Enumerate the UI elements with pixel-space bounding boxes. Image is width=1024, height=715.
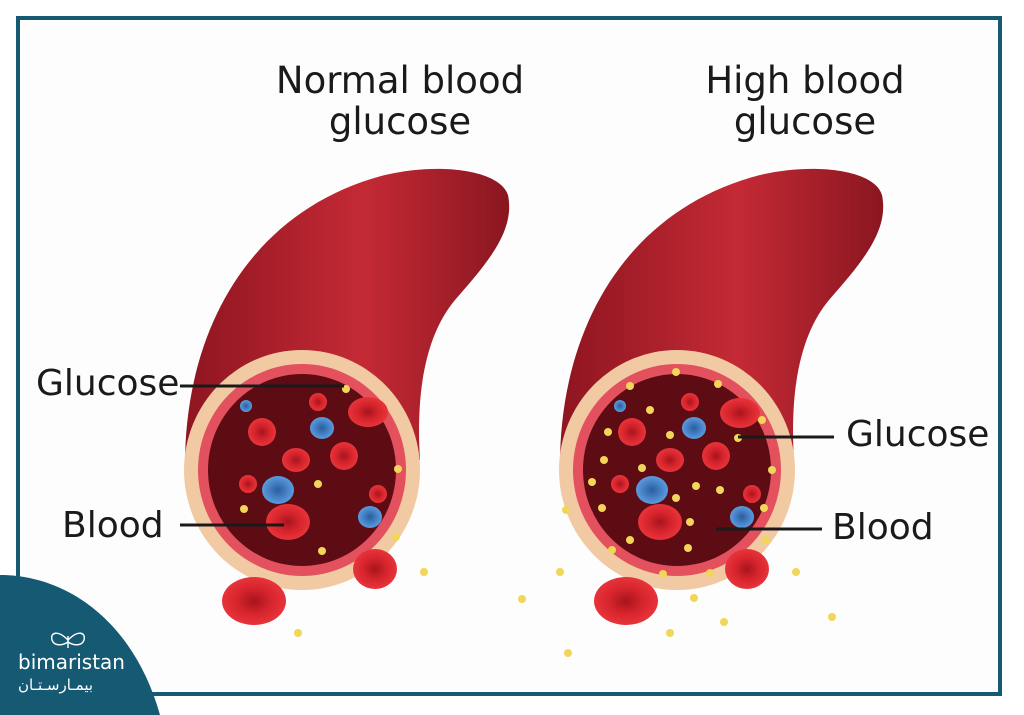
glucose-particle <box>420 568 428 576</box>
high-glucose-label: Glucose <box>846 414 990 455</box>
high-glucose-title: High blood glucose <box>705 59 905 143</box>
white-blood-cell <box>240 400 252 412</box>
red-blood-cell <box>282 448 310 472</box>
glucose-particle <box>556 568 564 576</box>
glucose-particle <box>686 518 694 526</box>
glucose-particle <box>828 613 836 621</box>
glucose-particle <box>626 536 634 544</box>
glucose-particle <box>294 629 302 637</box>
red-blood-cell <box>702 442 730 470</box>
glucose-particle <box>604 428 612 436</box>
red-blood-cell <box>743 485 761 503</box>
normal-glucose-title: Normal blood glucose <box>275 59 525 143</box>
diagram-frame <box>16 16 1002 696</box>
red-blood-cell <box>248 418 276 446</box>
red-blood-cell <box>656 448 684 472</box>
glucose-particle <box>518 595 526 603</box>
glucose-particle <box>666 431 674 439</box>
red-blood-cell <box>309 393 327 411</box>
red-blood-cell <box>348 397 388 427</box>
glucose-particle <box>768 466 776 474</box>
normal-blood-label: Blood <box>62 505 164 546</box>
glucose-particle <box>706 569 714 577</box>
high-blood-label: Blood <box>832 507 934 548</box>
glucose-particle <box>758 416 766 424</box>
glucose-particle <box>394 465 402 473</box>
glucose-particle <box>762 536 770 544</box>
normal-white-blood-cells <box>240 400 382 528</box>
white-blood-cell <box>262 476 294 504</box>
white-blood-cell <box>358 506 382 528</box>
glucose-particle <box>690 594 698 602</box>
high-red-blood-cells <box>594 393 769 625</box>
glucose-particle <box>240 505 248 513</box>
glucose-particle <box>638 464 646 472</box>
red-blood-cell <box>638 504 682 540</box>
red-blood-cell <box>222 577 286 625</box>
red-blood-cell <box>611 475 629 493</box>
red-blood-cell <box>330 442 358 470</box>
glucose-particle <box>716 486 724 494</box>
glucose-particle <box>562 506 570 514</box>
white-blood-cell <box>614 400 626 412</box>
white-blood-cell <box>682 417 706 439</box>
white-blood-cell <box>730 506 754 528</box>
red-blood-cell <box>239 475 257 493</box>
glucose-particle <box>600 456 608 464</box>
white-blood-cell <box>636 476 668 504</box>
glucose-particle <box>684 544 692 552</box>
normal-glucose-label: Glucose <box>36 363 180 404</box>
bimaristan-logo-badge <box>0 575 160 715</box>
glucose-particle <box>598 504 606 512</box>
glucose-particle <box>626 382 634 390</box>
normal-red-blood-cells <box>222 393 397 625</box>
glucose-particle <box>760 504 768 512</box>
red-blood-cell <box>720 398 760 428</box>
high-white-blood-cells <box>614 400 754 528</box>
glucose-particle <box>666 629 674 637</box>
red-blood-cell <box>266 504 310 540</box>
glucose-particle <box>692 482 700 490</box>
glucose-particle <box>714 380 722 388</box>
glucose-particle <box>672 368 680 376</box>
red-blood-cell <box>725 549 769 589</box>
normal-vessel <box>184 168 510 590</box>
red-blood-cell <box>369 485 387 503</box>
red-blood-cell <box>594 577 658 625</box>
glucose-particle <box>659 570 667 578</box>
leader-lines <box>180 384 834 531</box>
red-blood-cell <box>618 418 646 446</box>
normal-glucose-particles <box>240 385 428 637</box>
glucose-particle <box>314 480 322 488</box>
logo-arabic: بيمـارسـتـان <box>18 676 94 694</box>
glucose-particle <box>608 546 616 554</box>
glucose-particle <box>564 649 572 657</box>
glucose-particle <box>792 568 800 576</box>
glucose-particle <box>588 478 596 486</box>
white-blood-cell <box>310 417 334 439</box>
glucose-particle <box>392 533 400 541</box>
butterfly-icon <box>51 632 85 648</box>
glucose-particle <box>720 618 728 626</box>
red-blood-cell <box>353 549 397 589</box>
glucose-particle <box>646 406 654 414</box>
logo-name: bimaristan <box>18 650 125 674</box>
glucose-particle <box>672 494 680 502</box>
red-blood-cell <box>681 393 699 411</box>
glucose-particle <box>318 547 326 555</box>
